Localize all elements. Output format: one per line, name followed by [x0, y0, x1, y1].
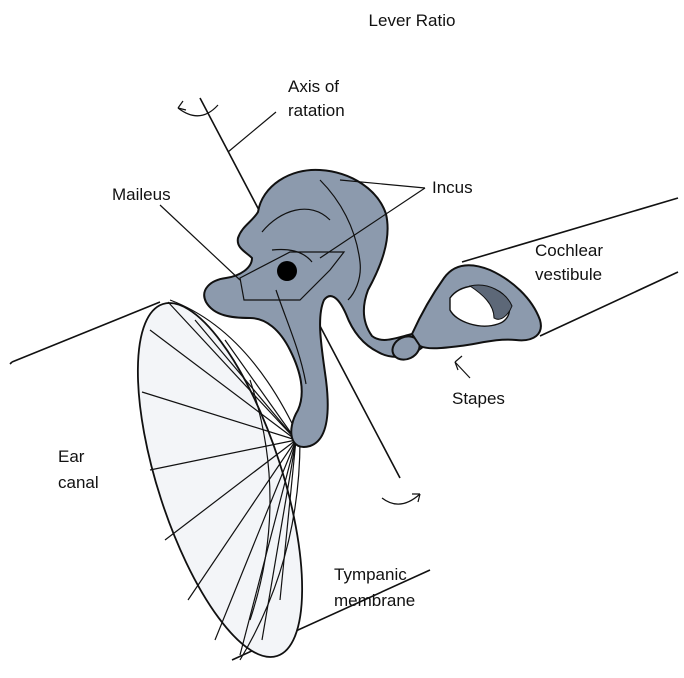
incus-label: Incus [432, 178, 473, 197]
ear-canal-label-line2: canal [58, 473, 99, 492]
tympanic-membrane-label-line2: membrane [334, 591, 415, 610]
cochlear-vestibule-label-line1: Cochlear [535, 241, 603, 260]
stapes [412, 265, 541, 348]
stapes-label: Stapes [452, 389, 505, 408]
axis-of-rotation-label-line1: Axis of [288, 77, 339, 96]
axis-of-rotation-label-line2: ratation [288, 101, 345, 120]
diagram-title: Lever Ratio [369, 11, 456, 30]
ear-canal-label-line1: Ear [58, 447, 85, 466]
cochlear-vestibule-label-line2: vestibule [535, 265, 602, 284]
pivot-point [277, 261, 297, 281]
tympanic-membrane-label-line1: Tympanic [334, 565, 407, 584]
malleus-label: Maileus [112, 185, 171, 204]
